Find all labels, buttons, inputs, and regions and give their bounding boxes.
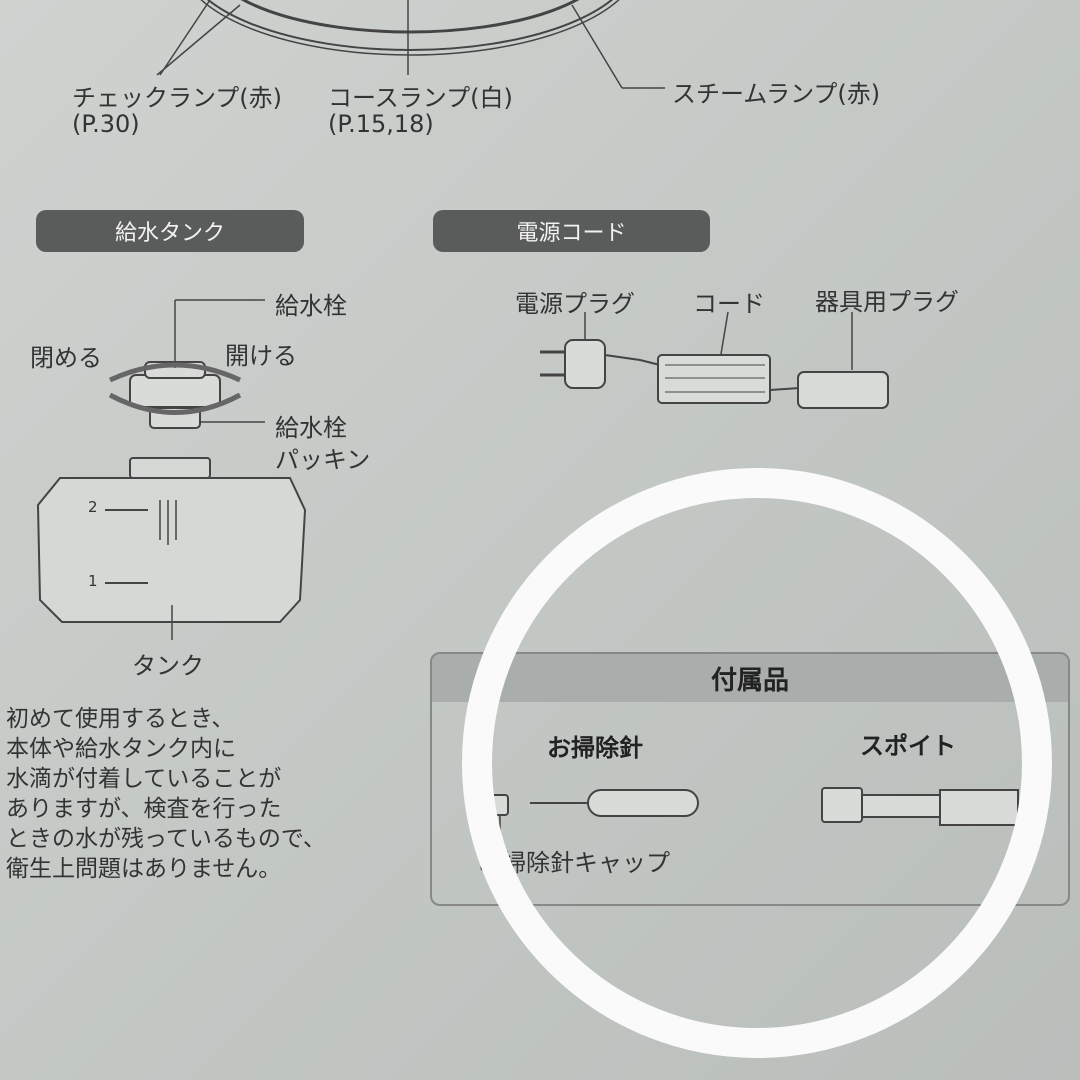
first-use-note: 初めて使用するとき、 本体や給水タンク内に 水滴が付着していることが ありますが…: [6, 704, 326, 884]
tank-label: タンク: [132, 652, 204, 680]
packing-label-1: 給水栓: [275, 414, 347, 442]
course-lamp-label: コースランプ(白): [328, 84, 513, 112]
water-tank-header: 給水タンク: [36, 210, 304, 252]
packing-label-2: パッキン: [275, 446, 371, 474]
steam-lamp-label: スチームランプ(赤): [672, 80, 881, 108]
power-cord-drawing: [540, 311, 889, 409]
plug-label: 電源プラグ: [515, 290, 635, 318]
highlight-circle: [462, 468, 1052, 1058]
course-lamp-page: (P.15,18): [328, 110, 434, 138]
note-line: 水滴が付着していることが: [6, 766, 282, 792]
close-label: 閉める: [30, 344, 102, 372]
appliance-outline: [206, 0, 614, 51]
note-line: ありますが、検査を行った: [6, 796, 282, 822]
cap-label: 給水栓: [275, 292, 347, 320]
note-line: ときの水が残っているもので、: [6, 826, 326, 852]
power-cord-header: 電源コード: [433, 210, 710, 252]
cord-label: コード: [693, 290, 765, 318]
note-line: 初めて使用するとき、: [6, 706, 235, 732]
level-mark-2: 2: [88, 498, 98, 516]
note-line: 本体や給水タンク内に: [6, 736, 236, 762]
note-line: 衛生上問題はありません。: [6, 856, 282, 882]
check-lamp-label: チェックランプ(赤): [72, 84, 283, 112]
water-cap-drawing: [108, 299, 265, 429]
tank-drawing: [36, 457, 307, 640]
open-label: 開ける: [225, 342, 297, 370]
level-mark-1: 1: [88, 572, 98, 590]
appliance-plug-label: 器具用プラグ: [815, 288, 959, 316]
check-lamp-page: (P.30): [72, 110, 140, 138]
